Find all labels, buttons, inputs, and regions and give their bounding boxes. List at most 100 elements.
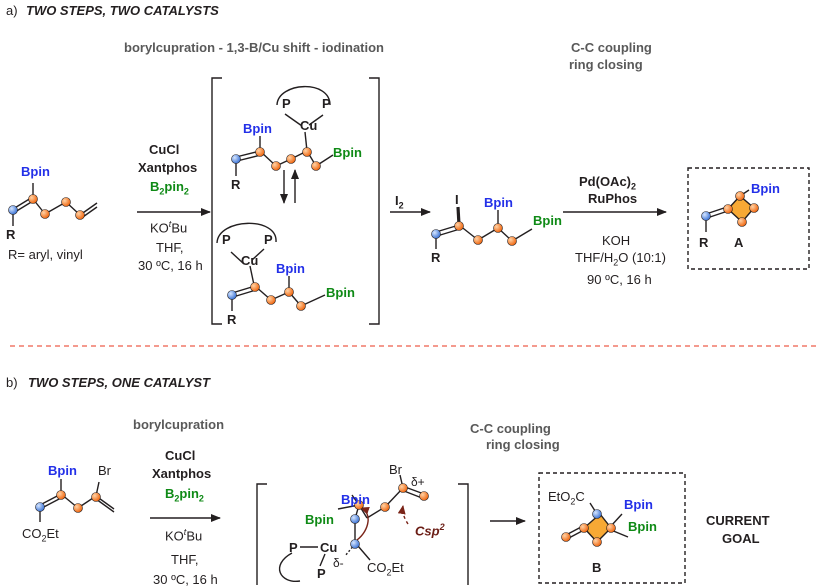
atom <box>250 282 260 292</box>
int2-p2: P <box>264 232 273 247</box>
atom <box>231 154 241 164</box>
atom <box>35 502 45 512</box>
cond-a1-temp: 30 ºC, 16 h <box>138 258 203 273</box>
atom <box>454 221 464 231</box>
cond-a2-pdoac2: Pd(OAc)2 <box>579 174 637 192</box>
atom <box>255 147 265 157</box>
product-b-bonds <box>565 502 629 544</box>
cond-a1-xantphos: Xantphos <box>138 160 198 175</box>
part-b-step2-title-line1: C-C coupling <box>470 421 551 436</box>
part-a-step1-title: borylcupration - 1,3-B/Cu shift - iodina… <box>124 40 384 55</box>
atom <box>350 514 360 524</box>
atom <box>431 229 441 239</box>
atom <box>350 539 360 549</box>
atom <box>398 483 408 493</box>
product-b-ester: EtO2C <box>548 489 585 507</box>
int1-p1: P <box>282 96 291 111</box>
int-b-delta-plus: δ+ <box>411 475 425 489</box>
product-a-r: R <box>699 235 709 250</box>
atom <box>311 161 321 171</box>
atom <box>380 502 390 512</box>
atom <box>286 154 296 164</box>
atoms <box>8 147 759 549</box>
atom <box>8 205 18 215</box>
bracket-b-right <box>458 483 469 585</box>
sm-b-ester: CO2Et <box>22 526 59 544</box>
int-b-br: Br <box>389 462 402 477</box>
atom <box>507 236 517 246</box>
sm-a-bonds <box>12 183 98 226</box>
int-b-ester: CO2Et <box>367 560 404 578</box>
atom <box>40 209 50 219</box>
atom <box>296 301 306 311</box>
atom <box>737 217 747 227</box>
sm-b-bonds <box>39 479 115 522</box>
product-b-bpin2: Bpin <box>628 519 657 534</box>
atom <box>284 287 294 297</box>
atom <box>473 235 483 245</box>
int-b-cu: Cu <box>320 540 338 555</box>
iodide-bonds <box>435 206 533 249</box>
cond-b1-thf: THF, <box>171 552 199 567</box>
cond-b1-xantphos: Xantphos <box>152 466 212 481</box>
part-a-step2-title-line2: ring closing <box>569 57 643 72</box>
int2-bpin1: Bpin <box>276 261 305 276</box>
atom <box>28 194 38 204</box>
int1-cu: Cu <box>300 118 318 133</box>
atom <box>419 491 429 501</box>
curly-arrow-2 <box>397 505 409 525</box>
int-b-delta-minus: δ- <box>333 556 344 570</box>
iodide-r: R <box>431 250 441 265</box>
sm-a-r: R <box>6 227 16 242</box>
bracket-b-left <box>256 483 267 585</box>
product-a-bpin: Bpin <box>751 181 780 196</box>
atom <box>493 223 503 233</box>
int-b-bpin1: Bpin <box>341 492 370 507</box>
cond-a1-kotbu: KOtBu <box>150 219 188 236</box>
int-b-csp2: Csp2 <box>415 522 445 539</box>
iodide-bpin2: Bpin <box>533 213 562 228</box>
int1-bpin2: Bpin <box>333 145 362 160</box>
reagent-i2: I2 <box>395 193 404 211</box>
atom <box>579 523 589 533</box>
sm-a-bpin: Bpin <box>21 164 50 179</box>
atom <box>354 500 364 510</box>
atom <box>266 295 276 305</box>
int2-bpin2: Bpin <box>326 285 355 300</box>
int2-p1: P <box>222 232 231 247</box>
int1-p2: P <box>322 96 331 111</box>
part-a-step2-title-line1: C-C coupling <box>571 40 652 55</box>
goal-line2: GOAL <box>722 531 760 546</box>
part-b-step1-title: borylcupration <box>133 417 225 432</box>
atom <box>592 509 602 519</box>
cond-a2-ruphos: RuPhos <box>588 191 638 206</box>
cond-a2-koh: KOH <box>602 233 631 248</box>
atom <box>91 492 101 502</box>
sm-b-br: Br <box>98 463 111 478</box>
product-b-label: B <box>592 560 602 575</box>
part-b-step2-title-line2: ring closing <box>486 437 560 452</box>
bracket-a-left <box>211 77 222 325</box>
int-b-p1: P <box>289 540 298 555</box>
atom <box>302 147 312 157</box>
product-a-label: A <box>734 235 744 250</box>
cond-b1-b2pin2: B2pin2 <box>165 486 204 504</box>
cond-b1-cucl: CuCl <box>165 448 196 463</box>
iodide-i: I <box>455 192 459 207</box>
cond-a1-cucl: CuCl <box>149 142 180 157</box>
cond-b1-temp: 30 ºC, 16 h <box>153 572 218 587</box>
atom <box>61 197 71 207</box>
atom <box>749 203 759 213</box>
atom <box>701 211 711 221</box>
atom <box>561 532 571 542</box>
atom <box>606 523 616 533</box>
int1-bpin1: Bpin <box>243 121 272 136</box>
sm-a-note: R= aryl, vinyl <box>8 247 83 262</box>
part-a-label: a) <box>6 3 18 18</box>
product-b-bpin1: Bpin <box>624 497 653 512</box>
int-b-bpin2: Bpin <box>305 512 334 527</box>
atom <box>227 290 237 300</box>
box-product-a <box>687 167 810 270</box>
int2-r: R <box>227 312 237 327</box>
